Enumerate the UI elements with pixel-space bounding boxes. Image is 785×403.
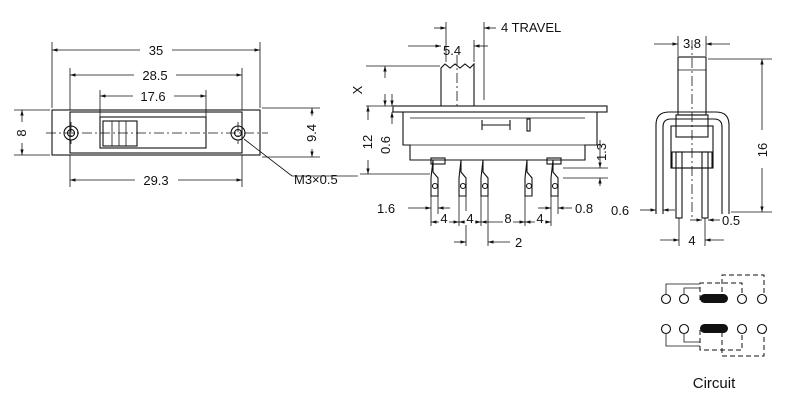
- dim-pitch-left-1: 4: [440, 211, 447, 226]
- circuit-dashed-bottom-right: [721, 332, 765, 357]
- dim-plate-thickness: 0.6: [378, 136, 393, 154]
- circuit-dashed-top-left: [699, 282, 743, 300]
- dim-pitch-mid: 8: [504, 211, 511, 226]
- dim-plate-height: 8: [14, 129, 29, 136]
- dim-x: X: [350, 85, 365, 94]
- dim-body-height: 9.4: [304, 124, 319, 142]
- circuit-contact-top: [700, 294, 728, 303]
- dim-row-spacing: 4: [688, 233, 695, 248]
- circuit-diagram: Circuit: [660, 274, 768, 392]
- front-view: 35 28.5 17.6 29.3 8 9.4 M3×0.5: [14, 42, 358, 188]
- dim-actuator-width: 5.4: [443, 43, 461, 58]
- actuator-slot: [99, 116, 207, 149]
- dim-pin-thickness: 0.8: [575, 201, 593, 216]
- dim-pin-gap: 2: [515, 235, 522, 250]
- dim-pitch-left-2: 4: [466, 211, 473, 226]
- screw-callout: M3×0.5: [294, 172, 338, 187]
- circuit-dashed-top-right: [721, 274, 765, 300]
- side-view: 4 TRAVEL 5.4 X 12 0.6 1.3: [350, 20, 609, 250]
- circuit-label: Circuit: [693, 375, 736, 392]
- side-plate: [392, 105, 608, 113]
- dim-end-actuator: 3.8: [683, 36, 701, 51]
- mounting-plate: [51, 109, 261, 156]
- circuit-dashed-bottom-left: [699, 330, 743, 351]
- end-bracket: [655, 111, 730, 214]
- dim-body-height-side: 12: [360, 135, 375, 149]
- dim-overall-width: 35: [149, 43, 163, 58]
- end-view: 3.8 16 0.6 0.5 4: [611, 36, 772, 248]
- circuit-contact-bottom: [700, 324, 728, 333]
- dim-hole-spacing: 28.5: [142, 68, 167, 83]
- dim-end-plate: 0.6: [611, 203, 629, 218]
- dim-pin-edge: 1.6: [377, 201, 395, 216]
- dim-body-width: 29.3: [143, 173, 168, 188]
- dim-pitch-right: 4: [536, 211, 543, 226]
- dim-end-pin: 0.5: [722, 213, 740, 228]
- travel-label: 4 TRAVEL: [501, 20, 561, 35]
- side-body: [402, 112, 598, 161]
- dim-actuator-slot: 17.6: [140, 89, 165, 104]
- dim-pin-offset: 1.3: [594, 143, 609, 161]
- body-outline: [69, 111, 243, 154]
- dim-end-height: 16: [755, 143, 770, 157]
- actuator-knob: [102, 120, 138, 147]
- side-actuator: [440, 62, 475, 106]
- side-pins: [430, 157, 562, 197]
- contact-mark: [481, 120, 511, 130]
